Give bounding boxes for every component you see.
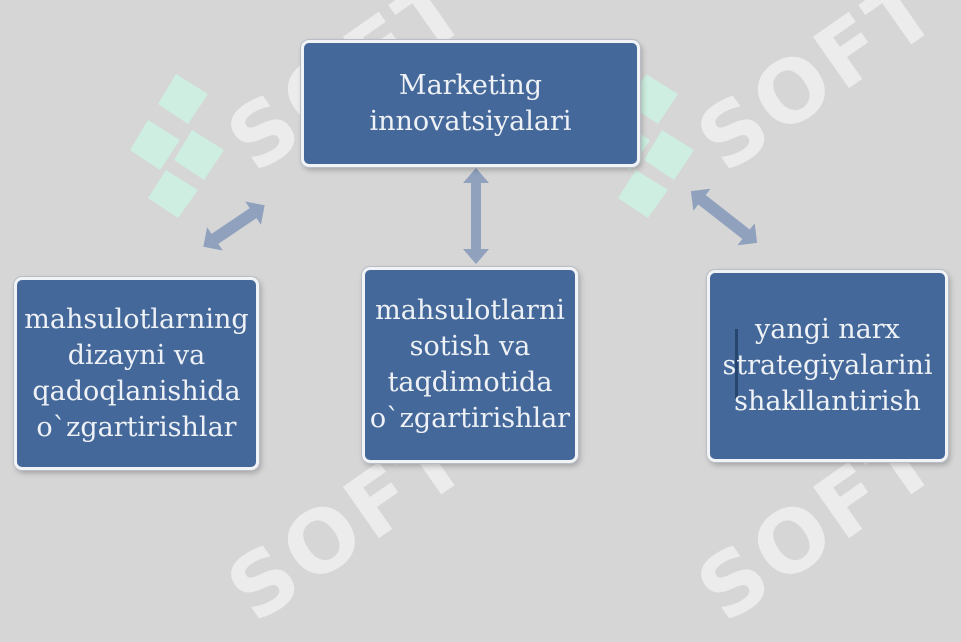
child-node-label: yangi narx strategiyalarini shakllantiri…: [722, 314, 933, 417]
arrow-middle: [463, 168, 489, 264]
child-node-label: mahsulotlarni sotish va taqdimotida o`zg…: [369, 295, 571, 434]
arrow-right: [690, 188, 758, 246]
watermark-logo-left: [128, 70, 228, 224]
child-node-pricing-strategy: yangi narx strategiyalarini shakllantiri…: [707, 270, 948, 462]
text-cursor: [735, 329, 738, 399]
child-node-design-packaging: mahsulotlarning dizayni va qadoqlanishid…: [14, 277, 259, 470]
child-node-label: mahsulotlarning dizayni va qadoqlanishid…: [24, 303, 249, 443]
root-node: Marketing innovatsiyalari: [301, 40, 640, 167]
connector-layer: [203, 168, 758, 264]
arrow-left: [203, 201, 265, 251]
root-node-label: Marketing innovatsiyalari: [369, 69, 572, 137]
child-node-sales-presentation: mahsulotlarni sotish va taqdimotida o`zg…: [362, 267, 578, 463]
